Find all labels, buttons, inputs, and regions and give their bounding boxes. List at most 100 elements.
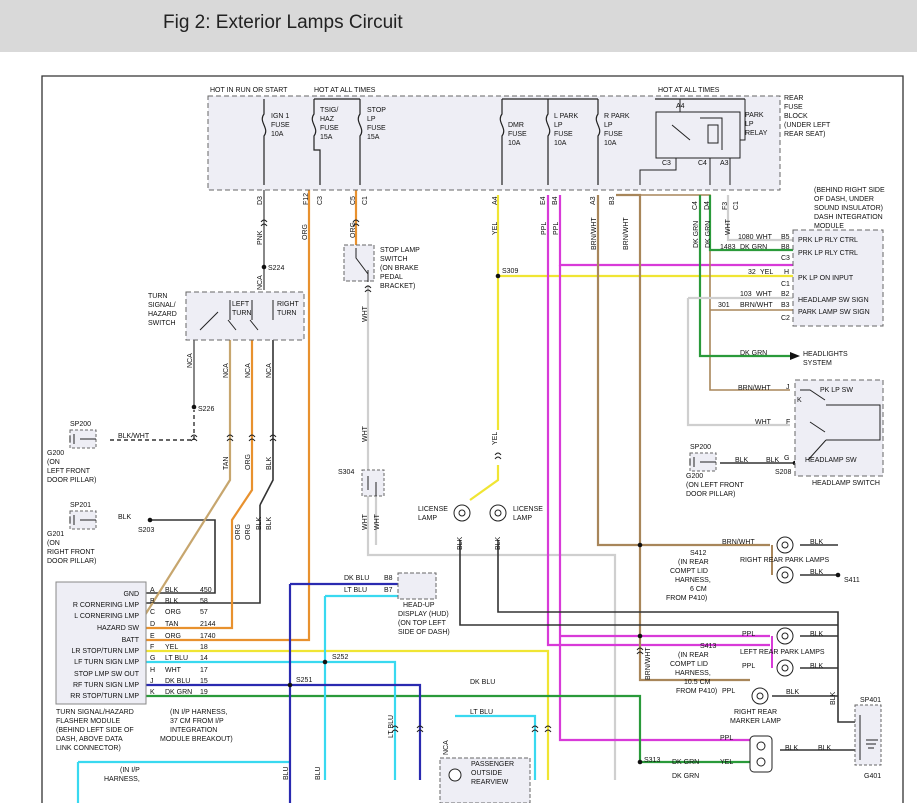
svg-text:BLK: BLK xyxy=(266,516,273,530)
svg-text:A: A xyxy=(150,587,155,594)
svg-text:G200: G200 xyxy=(686,473,703,480)
svg-text:FUSE: FUSE xyxy=(320,125,339,132)
stop-lamp-switch: STOP LAMP SWITCH (ON BRAKE PEDAL BRACKET… xyxy=(343,244,420,290)
svg-text:HOT AT ALL TIMES: HOT AT ALL TIMES xyxy=(314,87,376,94)
svg-text:SIDE OF DASH): SIDE OF DASH) xyxy=(398,629,450,636)
svg-text:MODULE: MODULE xyxy=(814,223,844,230)
svg-text:YEL: YEL xyxy=(760,269,773,276)
svg-text:WHT: WHT xyxy=(374,513,381,530)
svg-text:BLK: BLK xyxy=(810,569,824,576)
svg-text:MODULE BREAKOUT): MODULE BREAKOUT) xyxy=(160,736,233,743)
svg-text:S309: S309 xyxy=(502,268,518,275)
svg-text:FROM P410): FROM P410) xyxy=(676,688,717,695)
svg-text:B5: B5 xyxy=(781,234,790,241)
left-rear-park-lamps: LEFT REAR PARK LAMPS xyxy=(740,627,825,677)
svg-text:15A: 15A xyxy=(320,134,333,141)
svg-text:G: G xyxy=(784,455,789,462)
svg-text:SP200: SP200 xyxy=(70,421,91,428)
svg-text:HOT AT ALL TIMES: HOT AT ALL TIMES xyxy=(658,87,720,94)
turn-signal-switch: TURN SIGNAL/ HAZARD SWITCH LEFT TURN RIG… xyxy=(148,291,305,341)
svg-text:17: 17 xyxy=(200,667,208,674)
wire-wht-dim2 xyxy=(686,296,793,427)
svg-text:B2: B2 xyxy=(781,291,790,298)
svg-text:G201: G201 xyxy=(47,531,64,538)
svg-text:B: B xyxy=(150,598,155,605)
svg-text:DOOR PILLAR): DOOR PILLAR) xyxy=(686,491,735,498)
rear-fuse-block: HOT IN RUN OR START HOT AT ALL TIMES HOT… xyxy=(207,87,831,210)
svg-text:LP: LP xyxy=(604,122,613,129)
svg-text:FUSE: FUSE xyxy=(554,131,573,138)
svg-text:S208: S208 xyxy=(775,469,791,476)
svg-text:DK BLU: DK BLU xyxy=(165,678,190,685)
svg-text:C3: C3 xyxy=(317,196,324,205)
svg-text:B8: B8 xyxy=(781,244,790,251)
svg-text:C1: C1 xyxy=(781,281,790,288)
svg-text:301: 301 xyxy=(718,302,730,309)
svg-text:NCA: NCA xyxy=(223,363,230,378)
svg-text:PASSENGER: PASSENGER xyxy=(471,761,514,768)
svg-text:DISPLAY (HUD): DISPLAY (HUD) xyxy=(398,611,449,618)
svg-text:E: E xyxy=(150,633,155,640)
svg-text:BLK: BLK xyxy=(785,745,799,752)
svg-text:C4: C4 xyxy=(692,201,699,210)
svg-text:REAR SEAT): REAR SEAT) xyxy=(784,131,826,138)
svg-text:D3: D3 xyxy=(257,196,264,205)
svg-text:HEADLAMP SW SIGN: HEADLAMP SW SIGN xyxy=(798,297,869,304)
license-lamp-left: LICENSE LAMP xyxy=(418,504,471,522)
svg-text:10A: 10A xyxy=(604,140,617,147)
svg-text:COMPT LID: COMPT LID xyxy=(670,661,708,668)
wire-ltblu xyxy=(145,660,397,780)
svg-text:PPL: PPL xyxy=(541,222,548,235)
svg-text:S226: S226 xyxy=(198,406,214,413)
svg-text:DK GRN: DK GRN xyxy=(693,221,700,248)
svg-text:C5: C5 xyxy=(350,196,357,205)
svg-text:S313: S313 xyxy=(644,757,660,764)
svg-text:FUSE: FUSE xyxy=(508,131,527,138)
svg-text:F3: F3 xyxy=(722,202,729,210)
svg-text:(IN REAR: (IN REAR xyxy=(678,652,709,659)
svg-text:S252: S252 xyxy=(332,654,348,661)
svg-text:PPL: PPL xyxy=(720,735,733,742)
svg-text:DK GRN: DK GRN xyxy=(705,221,712,248)
svg-text:1483: 1483 xyxy=(720,244,736,251)
svg-text:C3: C3 xyxy=(662,160,671,167)
svg-text:YEL: YEL xyxy=(492,432,499,445)
svg-text:SYSTEM: SYSTEM xyxy=(803,360,832,367)
svg-text:PNK: PNK xyxy=(257,230,264,245)
wire-ltblu-hud xyxy=(323,594,398,780)
svg-text:J: J xyxy=(786,384,790,391)
svg-text:HAZARD: HAZARD xyxy=(148,311,177,318)
wire-brnwht-1 xyxy=(596,195,770,547)
svg-text:PPL: PPL xyxy=(722,688,735,695)
svg-text:TAN: TAN xyxy=(165,621,178,628)
svg-text:R CORNERING LMP: R CORNERING LMP xyxy=(73,602,139,609)
svg-text:WHT: WHT xyxy=(362,425,369,442)
svg-text:BRN/WHT: BRN/WHT xyxy=(645,647,652,680)
svg-text:PARK: PARK xyxy=(745,112,764,119)
svg-text:TURN SIGNAL/HAZARD: TURN SIGNAL/HAZARD xyxy=(56,709,134,716)
svg-text:2144: 2144 xyxy=(200,621,216,628)
svg-text:GND: GND xyxy=(123,591,139,598)
svg-text:ORG: ORG xyxy=(165,609,181,616)
ground-sp201: SP201 G201 (ON RIGHT FRONT DOOR PILLAR) xyxy=(47,502,97,565)
svg-text:DASH, ABOVE DATA: DASH, ABOVE DATA xyxy=(56,736,123,743)
svg-text:(ON TOP LEFT: (ON TOP LEFT xyxy=(398,620,447,627)
svg-text:LEFT: LEFT xyxy=(232,301,250,308)
svg-text:BLK: BLK xyxy=(818,745,832,752)
svg-text:DMR: DMR xyxy=(508,122,524,129)
wire-blkwht xyxy=(110,410,195,441)
svg-text:ORG: ORG xyxy=(245,454,252,470)
svg-text:BLK: BLK xyxy=(810,539,824,546)
svg-text:LINK CONNECTOR): LINK CONNECTOR) xyxy=(56,745,121,752)
svg-text:G401: G401 xyxy=(864,773,881,780)
svg-text:NCA: NCA xyxy=(266,363,273,378)
figure-title: Fig 2: Exterior Lamps Circuit xyxy=(163,12,403,33)
wire-tan xyxy=(144,340,232,616)
svg-text:FUSE: FUSE xyxy=(271,122,290,129)
svg-text:FUSE: FUSE xyxy=(604,131,623,138)
svg-text:LAMP: LAMP xyxy=(513,515,532,522)
svg-text:LICENSE: LICENSE xyxy=(513,506,543,513)
svg-text:BRN/WHT: BRN/WHT xyxy=(722,539,755,546)
wire-labels: PNK NCA ORG ORG YEL YEL PPL PPL BRN/WHT … xyxy=(118,217,837,780)
wire-blk-marker xyxy=(772,695,860,751)
